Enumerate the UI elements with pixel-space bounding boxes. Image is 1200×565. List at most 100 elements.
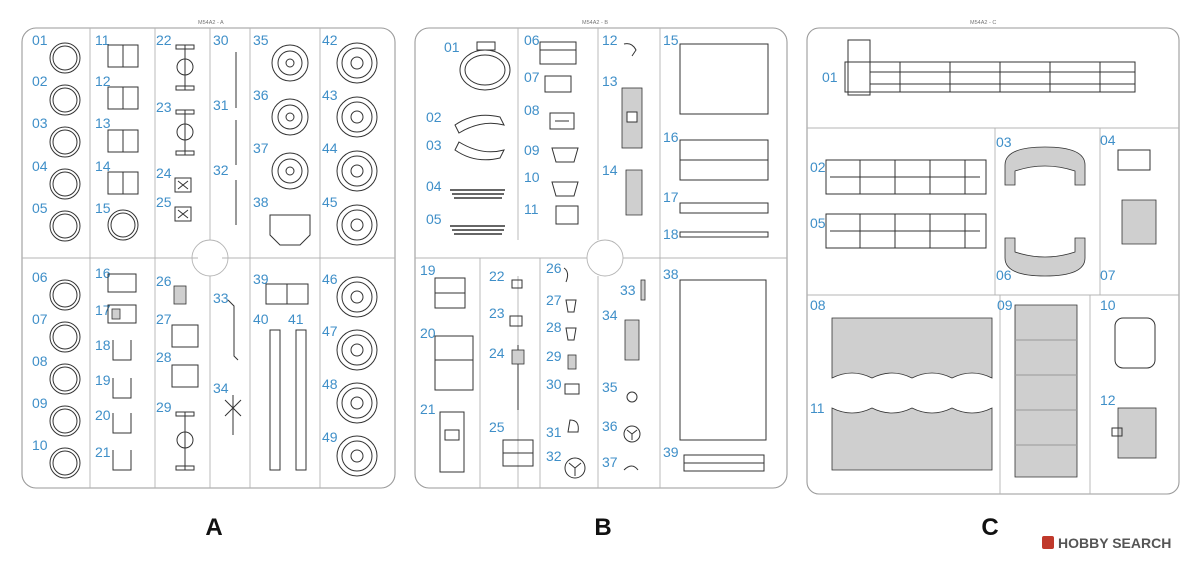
part-label-a34: 34 [213,380,229,396]
part-label-b16: 16 [663,129,679,145]
part-label-b06: 06 [524,32,540,48]
part-label-a12: 12 [95,73,111,89]
part-label-c01: 01 [822,69,838,85]
sprue-b-letter: B [594,514,611,541]
part-label-b14: 14 [602,162,618,178]
sprue-c-part-labels: 01 02 03 04 05 06 07 08 09 10 11 12 [810,69,1116,416]
part-label-c06: 06 [996,267,1012,283]
part-label-b04: 04 [426,178,442,194]
sprue-a-part-labels: 01 02 03 04 05 06 07 08 09 10 11 12 13 1… [32,32,338,460]
part-label-a13: 13 [95,115,111,131]
sprue-c-frame [806,27,1180,495]
part-label-a29: 29 [156,399,172,415]
part-label-b30: 30 [546,376,562,392]
part-label-a02: 02 [32,73,48,89]
part-label-c09: 09 [997,297,1013,313]
part-label-b07: 07 [524,69,540,85]
part-label-a37: 37 [253,140,269,156]
part-label-b17: 17 [663,189,679,205]
part-label-b10: 10 [524,169,540,185]
part-label-a15: 15 [95,200,111,216]
part-label-a16: 16 [95,265,111,281]
part-label-b24: 24 [489,345,505,361]
part-label-c03: 03 [996,134,1012,150]
part-label-a28: 28 [156,349,172,365]
part-label-a20: 20 [95,407,111,423]
part-label-a23: 23 [156,99,172,115]
part-label-c04: 04 [1100,132,1116,148]
part-label-b01: 01 [444,39,460,55]
part-label-a11: 11 [95,32,110,48]
part-label-b02: 02 [426,109,442,125]
part-label-b34: 34 [602,307,618,323]
part-label-b21: 21 [420,401,436,417]
part-label-a27: 27 [156,311,172,327]
part-label-a24: 24 [156,165,172,181]
part-label-a45: 45 [322,194,338,210]
part-label-b19: 19 [420,262,436,278]
sprue-c-letter: C [981,514,998,541]
part-label-a07: 07 [32,311,48,327]
part-label-a43: 43 [322,87,338,103]
part-label-b33: 33 [620,282,636,298]
part-label-a22: 22 [156,32,172,48]
sprue-b-runners [415,28,787,488]
part-label-b38: 38 [663,266,679,282]
part-label-a42: 42 [322,32,338,48]
part-label-b32: 32 [546,448,562,464]
part-label-b03: 03 [426,137,442,153]
sprue-c-parts [825,39,1157,478]
part-label-a09: 09 [32,395,48,411]
part-label-c07: 07 [1100,267,1116,283]
part-label-a17: 17 [95,302,111,318]
part-label-a14: 14 [95,158,111,174]
part-label-b28: 28 [546,319,562,335]
hobby-search-watermark: HOBBY SEARCH [1042,535,1171,551]
part-label-b12: 12 [602,32,618,48]
part-label-c10: 10 [1100,297,1116,313]
part-label-a10: 10 [32,437,48,453]
sprue-a-runners [22,28,395,488]
part-label-a47: 47 [322,323,338,339]
part-label-b26: 26 [546,260,562,276]
part-label-a36: 36 [253,87,269,103]
part-label-a32: 32 [213,162,229,178]
part-label-b18: 18 [663,226,679,242]
part-label-a05: 05 [32,200,48,216]
sprue-c-title: M54A2 - C [970,20,996,26]
part-label-b25: 25 [489,419,505,435]
part-label-a18: 18 [95,337,111,353]
part-label-a03: 03 [32,115,48,131]
part-label-b09: 09 [524,142,540,158]
part-label-a48: 48 [322,376,338,392]
part-label-a39: 39 [253,271,269,287]
part-label-c08: 08 [810,297,826,313]
part-label-c12: 12 [1100,392,1116,408]
part-label-b31: 31 [546,424,562,440]
part-label-b37: 37 [602,454,618,470]
part-label-b27: 27 [546,292,562,308]
part-label-a04: 04 [32,158,48,174]
part-label-a25: 25 [156,194,172,210]
part-label-a35: 35 [253,32,269,48]
sprue-b-parts [434,41,769,479]
part-label-a46: 46 [322,271,338,287]
sprue-a-letter: A [205,514,222,541]
hobby-search-logo-icon [1042,536,1054,549]
part-label-a06: 06 [32,269,48,285]
part-label-a26: 26 [156,273,172,289]
part-label-a41: 41 [288,311,304,327]
part-label-a49: 49 [322,429,338,445]
sprue-a-parts [49,42,378,479]
part-label-a19: 19 [95,372,111,388]
part-label-b15: 15 [663,32,679,48]
sprue-a-title: M54A2 - A [198,20,224,26]
part-label-a01: 01 [32,32,48,48]
part-label-b29: 29 [546,348,562,364]
part-label-b08: 08 [524,102,540,118]
sprue-c: M54A2 - C 01 02 03 04 05 06 07 08 09 10 … [806,20,1180,541]
part-label-a08: 08 [32,353,48,369]
part-label-c05: 05 [810,215,826,231]
part-label-a44: 44 [322,140,338,156]
